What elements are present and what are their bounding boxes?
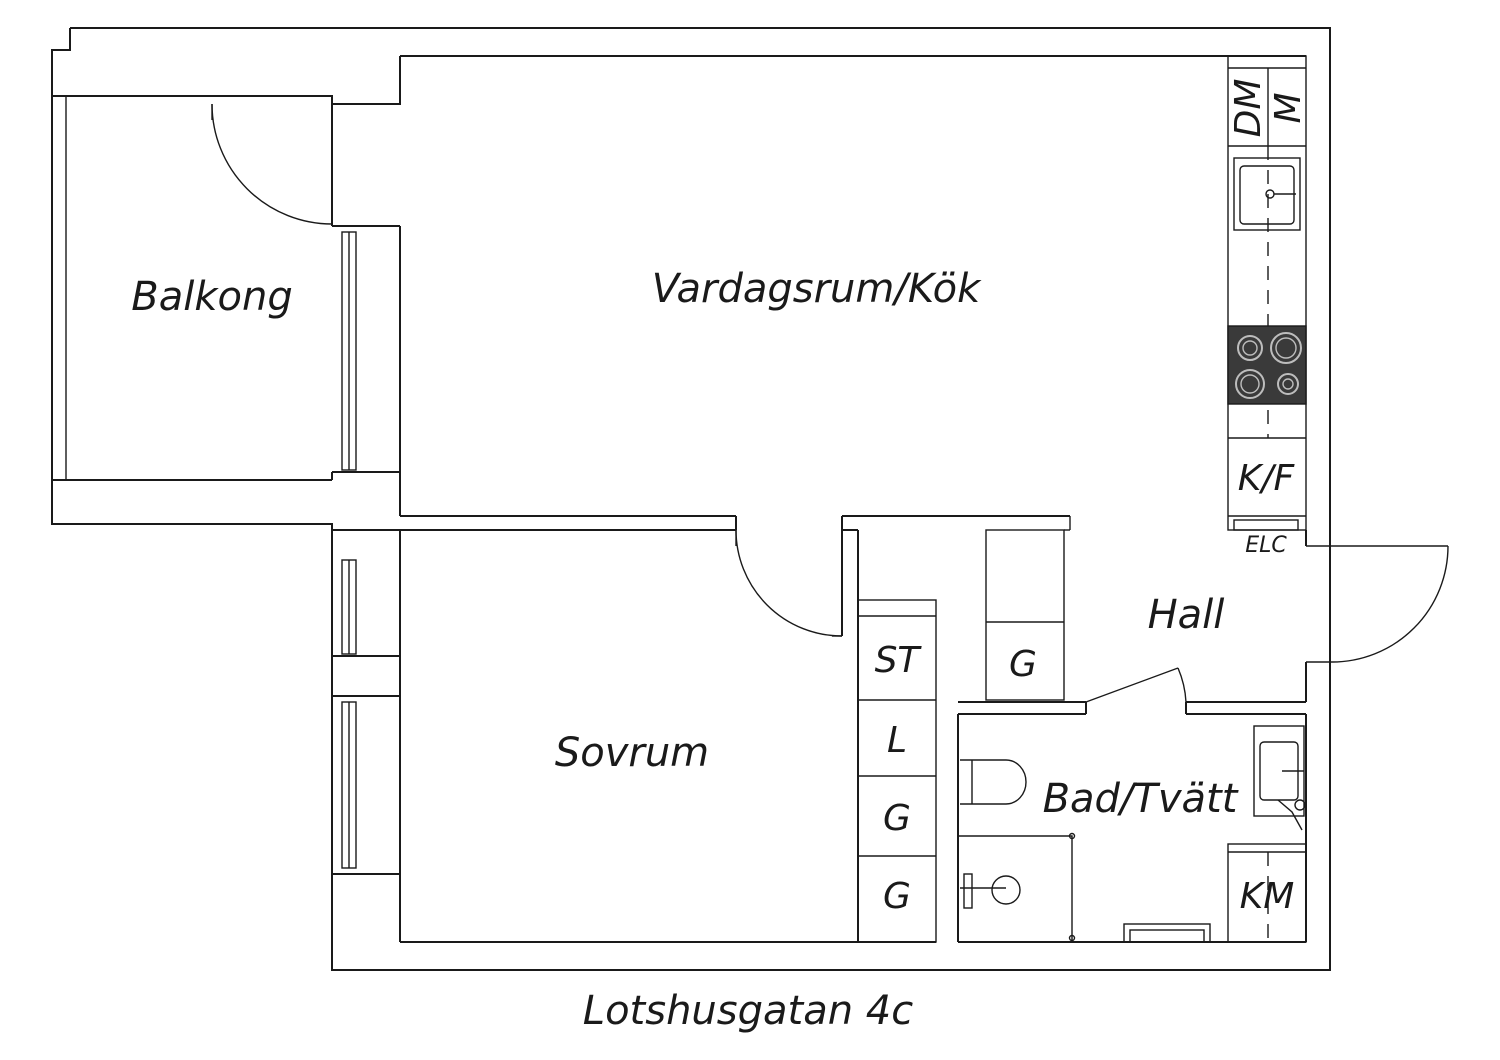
hall-walls — [958, 530, 1307, 715]
bedroom-door — [735, 529, 843, 637]
shower-icon — [958, 832, 1076, 942]
washing-machine-icon — [1227, 843, 1307, 943]
bedroom-closets — [857, 599, 937, 943]
balcony-glazing — [341, 231, 357, 471]
label-microwave: M — [1268, 92, 1309, 123]
label-washing-machine: KM — [1240, 876, 1295, 917]
balcony-door — [211, 103, 333, 225]
label-fridge-freezer: K/F — [1238, 458, 1296, 499]
toilet-icon — [960, 759, 1027, 805]
label-dishwasher: DM — [1228, 79, 1269, 138]
room-label-balcony: Balkong — [131, 274, 292, 320]
bedroom-windows — [341, 559, 357, 869]
kitchen-sink-icon — [1233, 157, 1301, 231]
label-hall-wardrobe: G — [1009, 644, 1037, 685]
bedroom-walls — [332, 515, 1070, 943]
hall-wardrobe — [985, 516, 1071, 701]
floor-drain-icon — [1123, 923, 1211, 943]
room-label-living-kitchen: Vardagsrum/Kök — [652, 266, 982, 312]
room-label-bedroom: Sovrum — [555, 730, 709, 776]
room-label-hall: Hall — [1148, 592, 1225, 638]
bathroom-door — [1085, 667, 1187, 703]
label-wardrobe-1: G — [883, 798, 911, 839]
stove-icon — [1227, 325, 1307, 405]
entry-door — [1306, 545, 1449, 663]
address-caption: Lotshusgatan 4c — [583, 988, 913, 1034]
label-wardrobe-2: G — [883, 876, 911, 917]
label-linen-closet: ST — [875, 640, 923, 681]
label-closet-l: L — [887, 720, 907, 761]
label-electrical-panel: ELC — [1245, 533, 1287, 558]
bathroom-sink-icon — [1253, 725, 1306, 831]
room-label-bathroom: Bad/Tvätt — [1043, 776, 1239, 822]
outer-walls — [51, 27, 1331, 971]
